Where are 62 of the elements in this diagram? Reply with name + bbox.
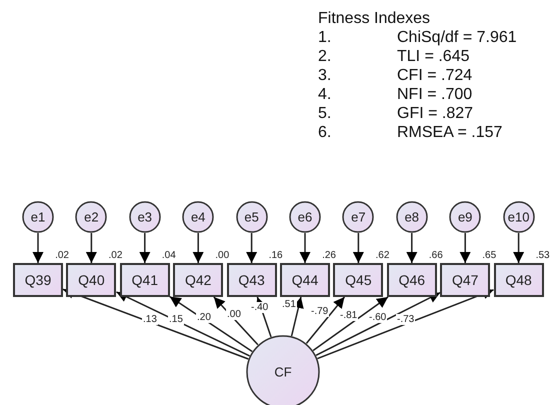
r-squared-value: .00 — [215, 250, 230, 261]
fit-index-value: RMSEA = .157 — [397, 123, 502, 142]
edge-label: -.60 — [368, 312, 388, 323]
list-number: 1. — [318, 28, 332, 47]
r-squared-value: .16 — [268, 250, 283, 261]
r-squared-value: .66 — [428, 250, 443, 261]
error-term-circle: e7 — [342, 201, 374, 233]
edge-label: -.40 — [250, 302, 270, 313]
r-squared-value: .02 — [55, 250, 69, 261]
r-squared-value: .53 — [536, 250, 550, 261]
edge-label: .20 — [196, 312, 212, 323]
fit-index-value: CFI = .724 — [397, 66, 472, 85]
arrow — [352, 233, 364, 263]
arrow — [290, 296, 304, 336]
arrow — [460, 233, 471, 263]
error-term-circle: e5 — [236, 201, 268, 233]
error-term-circle: e1 — [22, 201, 54, 233]
edge-label: .00 — [226, 309, 242, 320]
arrow — [513, 233, 524, 263]
fit-index-value: NFI = .700 — [397, 85, 472, 104]
edge-label: -.79 — [310, 306, 330, 317]
arrow — [246, 233, 258, 263]
arrow — [32, 233, 44, 263]
r-squared-value: .26 — [322, 250, 336, 261]
error-term-circle: e8 — [396, 201, 428, 233]
arrow — [317, 288, 494, 360]
arrow — [316, 292, 441, 356]
edge-label: .51 — [281, 299, 297, 310]
arrow — [300, 233, 310, 263]
error-term-circle: e2 — [75, 201, 108, 233]
arrow — [406, 233, 418, 263]
arrow — [213, 296, 258, 346]
arrow — [139, 233, 150, 263]
list-number: 5. — [318, 104, 332, 123]
arrow — [169, 296, 253, 352]
arrow — [312, 296, 388, 352]
r-squared-value: .02 — [108, 250, 122, 261]
error-term-circle: e10 — [502, 201, 535, 233]
error-term-circle: e6 — [289, 201, 321, 233]
fit-index-value: GFI = .827 — [397, 104, 474, 123]
fit-index-value: TLI = .645 — [397, 47, 470, 66]
arrow — [62, 288, 249, 360]
heading: Fitness Indexes — [318, 9, 430, 28]
edge-label: .15 — [168, 314, 184, 325]
r-squared-value: .62 — [375, 250, 390, 261]
list-number: 4. — [318, 85, 332, 104]
arrow — [116, 291, 250, 357]
edge-label: -.73 — [396, 314, 416, 325]
error-term-circle: e9 — [449, 201, 482, 233]
edge-label: -.81 — [339, 310, 358, 321]
error-term-circle: e4 — [182, 201, 214, 233]
error-term-circle: e3 — [128, 201, 161, 233]
edge-label: .13 — [142, 314, 158, 325]
r-squared-value: .04 — [162, 250, 176, 261]
fit-index-value: ChiSq/df = 7.961 — [397, 28, 517, 47]
arrow — [86, 233, 97, 263]
list-number: 2. — [318, 47, 332, 66]
r-squared-value: .65 — [482, 250, 496, 261]
list-number: 3. — [318, 66, 332, 85]
arrow — [306, 296, 346, 344]
arrow — [192, 233, 204, 263]
list-number: 6. — [318, 123, 332, 142]
